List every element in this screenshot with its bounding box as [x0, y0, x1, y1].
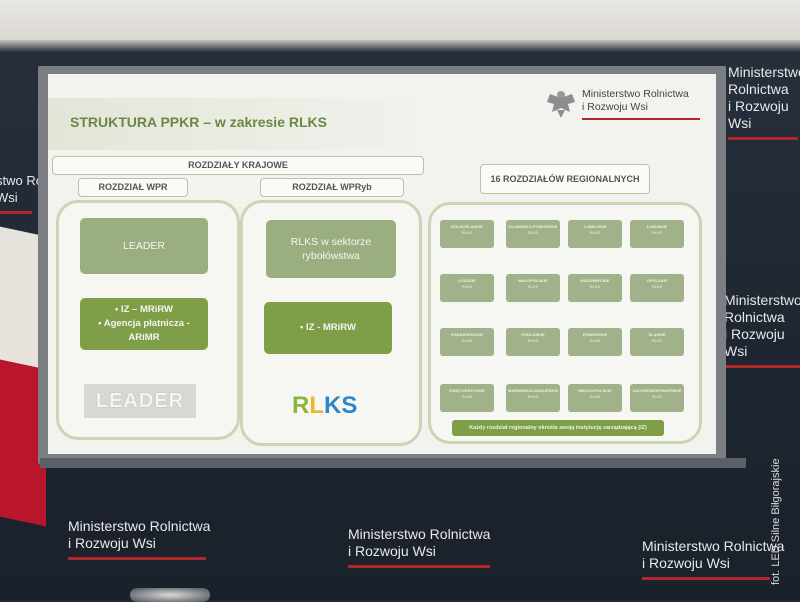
regional-box-sub: RLKS: [651, 284, 663, 289]
header-regional: 16 ROZDZIAŁÓW REGIONALNYCH: [480, 164, 650, 194]
brand-text: i Rozwoju Wsi: [642, 555, 730, 571]
regional-box-sub: RLKS: [651, 338, 663, 343]
regional-box-sub: RLKS: [461, 338, 473, 343]
brand-rule: [0, 211, 32, 214]
ceiling-lamp: [130, 588, 210, 602]
regional-box-sub: RLKS: [461, 394, 473, 399]
backdrop-brand-left-partial: stwo Ro Wsi: [0, 172, 43, 214]
rlks-logo-letter: R: [292, 392, 310, 419]
brand-text: Ministerstwo Rolnictwa: [68, 518, 211, 534]
regional-box-sub: RLKS: [527, 230, 539, 235]
regional-box-sub: RLKS: [527, 284, 539, 289]
regional-box-name: PODKARPACKIE: [450, 332, 484, 337]
regional-box-name: PODLASKIE: [521, 332, 545, 337]
regional-box-name: WARMIŃSKO-MAZURSKIE: [507, 388, 559, 393]
regional-box-name: ZACHODNIOPOMORSKIE: [632, 388, 682, 393]
ceiling-edge: [0, 40, 800, 52]
rlks-logo-letter: K: [324, 392, 342, 419]
brand-rule: [348, 565, 490, 568]
brand-text: Ministerstwo Rolnictwa: [348, 526, 491, 542]
wpryb-institutions-box: • IZ - MRiRW: [264, 302, 392, 354]
regional-box-name: MAŁOPOLSKIE: [518, 278, 548, 283]
brand-rule: [68, 557, 206, 560]
title-band: [48, 98, 428, 150]
brand-text: Ministerstwo Rolnictwa: [728, 64, 800, 97]
projector-screen-bar: [40, 458, 746, 468]
photo-credit: fot. LED Silne Biłgorajskie: [770, 458, 782, 585]
regional-box-name: ŚLĄSKIE: [648, 332, 666, 337]
brand-text: i Rozwoju Wsi: [728, 98, 789, 131]
regional-box-name: POMORSKIE: [582, 332, 608, 337]
wpr-leader-box: LEADER: [80, 218, 208, 274]
brand-text: Wsi: [0, 190, 18, 205]
backdrop-brand-right-top: Ministerstwo Rolnictwa i Rozwoju Wsi: [728, 64, 800, 140]
regional-box-name: MAZOWIECKIE: [580, 278, 610, 283]
brand-text: stwo Ro: [0, 173, 43, 188]
header-wpr: ROZDZIAŁ WPR: [78, 178, 188, 197]
backdrop-brand-right-mid: Ministerstwo Rolnictwa i Rozwoju Wsi: [724, 292, 800, 368]
rlks-logo-letter: L: [309, 392, 325, 419]
wpr-institutions-box: • IZ – MRiRW • Agencja płatnicza - ARiMR: [80, 298, 208, 350]
eagle-emblem-icon: [547, 91, 575, 118]
ministry-logo-rule: [582, 118, 700, 120]
regional-box-name: KUJAWSKO-POMORSKIE: [508, 224, 558, 229]
brand-text: Ministerstwo Rolnictwa: [724, 292, 800, 325]
wpryb-rlks-box: RLKS w sektorze rybołówstwa: [266, 220, 396, 278]
brand-text: Ministerstwo Rolnictwa: [642, 538, 785, 554]
brand-rule: [642, 577, 770, 580]
backdrop-brand-bottom-3: Ministerstwo Rolnictwa i Rozwoju Wsi: [642, 538, 784, 580]
brand-rule: [724, 365, 800, 368]
regional-box-sub: RLKS: [527, 338, 539, 343]
regional-box-sub: RLKS: [651, 230, 663, 235]
header-krajowe: ROZDZIAŁY KRAJOWE: [52, 156, 424, 175]
slide-title: STRUKTURA PPKR – w zakresie RLKS: [70, 114, 327, 130]
backdrop-brand-bottom-1: Ministerstwo Rolnictwa i Rozwoju Wsi: [68, 518, 210, 560]
regional-box-sub: RLKS: [461, 284, 473, 289]
leader-logo: LEADER: [84, 384, 196, 418]
ministry-logo: Ministerstwo Rolnictwa i Rozwoju Wsi: [544, 84, 704, 124]
regional-box-name: OPOLSKIE: [646, 278, 668, 283]
brand-text: i Rozwoju Wsi: [68, 535, 156, 551]
regional-note: Każdy rozdział regionalny określa swoją …: [452, 420, 664, 436]
presentation-slide: STRUKTURA PPKR – w zakresie RLKS Ministe…: [48, 74, 716, 454]
regional-box-name: LUBELSKIE: [583, 224, 607, 229]
regional-box-sub: RLKS: [461, 230, 473, 235]
regional-box-sub: RLKS: [589, 284, 601, 289]
header-wpryb: ROZDZIAŁ WPRyb: [260, 178, 404, 197]
regional-box-sub: RLKS: [651, 394, 663, 399]
brand-text: i Rozwoju Wsi: [724, 326, 785, 359]
regional-box-name: DOLNOŚLĄSKIE: [451, 224, 483, 229]
regional-box-sub: RLKS: [527, 394, 539, 399]
regional-box-sub: RLKS: [589, 338, 601, 343]
brand-rule: [728, 137, 798, 140]
regional-box-sub: RLKS: [589, 394, 601, 399]
rlks-logo: RLKS: [292, 392, 357, 420]
brand-text: i Rozwoju Wsi: [348, 543, 436, 559]
regional-box-name: ŚWIĘTOKRZYSKIE: [449, 388, 485, 393]
rlks-logo-letter: S: [341, 392, 358, 419]
regional-box-name: WIELKOPOLSKIE: [578, 388, 612, 393]
ministry-logo-text: Ministerstwo Rolnictwa i Rozwoju Wsi: [582, 88, 689, 113]
regional-box-sub: RLKS: [589, 230, 601, 235]
backdrop-brand-bottom-2: Ministerstwo Rolnictwa i Rozwoju Wsi: [348, 526, 490, 568]
regional-box-name: LUBUSKIE: [646, 224, 668, 229]
regional-box-name: ŁÓDZKIE: [458, 278, 476, 283]
